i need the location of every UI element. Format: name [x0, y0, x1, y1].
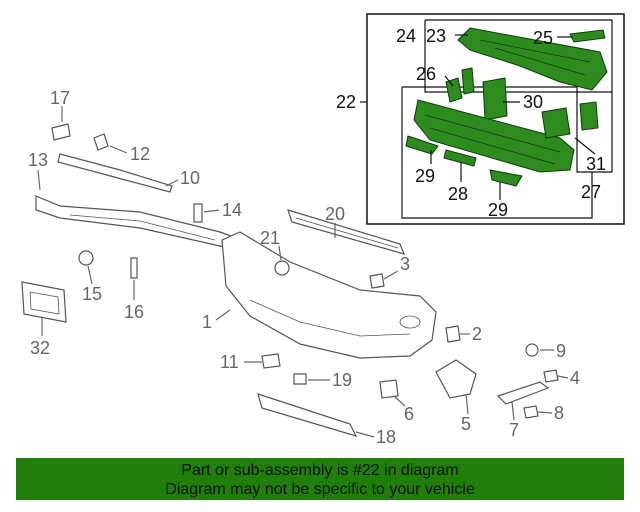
part-10-trim[interactable] — [57, 153, 173, 193]
leader-14 — [203, 209, 220, 213]
inset-bracket-27 — [401, 87, 593, 219]
inset-bracket-outer — [402, 86, 613, 173]
leader-15 — [87, 265, 93, 285]
part-26b-bracket[interactable] — [461, 67, 475, 95]
part-6-bracket[interactable] — [379, 379, 399, 399]
part-27-detail — [424, 114, 561, 165]
callout-24: 24 — [396, 26, 416, 46]
part-1-detail — [249, 299, 411, 337]
part-16-bolt[interactable] — [130, 257, 138, 279]
leader-5 — [465, 393, 469, 415]
banner-line-2: Diagram may not be specific to your vehi… — [165, 481, 475, 498]
callout-11: 11 — [220, 352, 239, 372]
leader-13 — [37, 169, 41, 191]
callout-14: 14 — [222, 200, 242, 220]
part-25-bracket[interactable] — [569, 29, 606, 43]
part-27-impact-bar[interactable] — [413, 99, 575, 173]
part-20-grille[interactable] — [287, 209, 406, 255]
leader-31 — [574, 137, 596, 155]
part-15-clip[interactable] — [78, 250, 94, 266]
part-32-detail — [29, 291, 60, 315]
callout-13: 13 — [28, 150, 48, 170]
leader-3 — [383, 270, 399, 280]
callout-17: 17 — [50, 88, 70, 108]
callout-15: 15 — [82, 284, 102, 304]
leader-8 — [537, 411, 553, 414]
leader-7 — [511, 401, 515, 421]
callout-19: 19 — [332, 370, 352, 390]
part-30-reinforcement[interactable] — [482, 77, 508, 121]
callout-22: 22 — [336, 92, 356, 112]
part-31-bracket[interactable] — [541, 107, 571, 139]
part-17-clip[interactable] — [51, 123, 71, 141]
callout-4: 4 — [570, 368, 580, 388]
part-12-screw[interactable] — [93, 133, 109, 151]
part-2-fastener[interactable] — [445, 325, 461, 343]
callout-10: 10 — [180, 168, 200, 188]
leader-18 — [355, 431, 375, 438]
callout-6: 6 — [404, 404, 414, 424]
part-31b-bracket[interactable] — [579, 101, 599, 131]
part-1-bumper-cover[interactable] — [221, 231, 437, 359]
callout-5: 5 — [461, 414, 471, 434]
leader-10 — [165, 179, 179, 187]
callout-7: 7 — [509, 420, 519, 440]
part-8-screw[interactable] — [523, 405, 539, 419]
callout-27: 27 — [581, 182, 601, 202]
callout-26: 26 — [416, 64, 436, 84]
part-13-detail — [69, 214, 216, 241]
callout-29-right: 29 — [488, 200, 508, 220]
callout-30: 30 — [523, 92, 543, 112]
part-14-fastener[interactable] — [193, 203, 203, 223]
part-29-right-bracket[interactable] — [489, 169, 523, 187]
part-4-clip[interactable] — [543, 369, 559, 383]
callout-2: 2 — [472, 324, 482, 344]
callout-3: 3 — [400, 254, 410, 274]
part-9-nut[interactable] — [525, 343, 539, 357]
leader-1 — [215, 309, 231, 321]
part-5-shield[interactable] — [435, 359, 477, 399]
callout-8: 8 — [554, 403, 564, 423]
callout-12: 12 — [130, 144, 150, 164]
callout-28: 28 — [448, 184, 468, 204]
callout-16: 16 — [124, 302, 144, 322]
callout-29-left: 29 — [415, 166, 435, 186]
callout-23: 23 — [426, 26, 446, 46]
callout-21: 21 — [260, 228, 280, 248]
part-29-left-bracket[interactable] — [405, 135, 439, 155]
callout-31: 31 — [586, 154, 606, 174]
part-28-bracket[interactable] — [443, 149, 477, 167]
leader-6 — [393, 395, 406, 407]
part-1-foglamp — [399, 315, 421, 329]
leader-21 — [278, 245, 282, 261]
leader-12 — [109, 145, 128, 154]
callout-25: 25 — [533, 28, 553, 48]
callout-18: 18 — [376, 427, 396, 447]
part-23-detail — [479, 39, 591, 76]
callout-1: 1 — [202, 312, 212, 332]
leader-26 — [444, 75, 454, 87]
part-21-bolt[interactable] — [274, 260, 290, 276]
part-7-bracket[interactable] — [496, 381, 550, 405]
part-20-detail — [295, 217, 399, 249]
callout-9: 9 — [556, 341, 566, 361]
part-3-screw[interactable] — [369, 273, 385, 289]
part-32-plate-bracket[interactable] — [21, 281, 67, 323]
part-19-insert[interactable] — [293, 373, 307, 385]
banner-line-1: Part or sub-assembly is #22 in diagram — [181, 462, 459, 479]
leader-4 — [557, 375, 569, 379]
part-18-absorber[interactable] — [257, 393, 358, 437]
callout-32: 32 — [30, 338, 50, 358]
subassembly-info-banner: Part or sub-assembly is #22 in diagram D… — [16, 458, 624, 500]
callout-20: 20 — [325, 204, 345, 224]
part-11-clip[interactable] — [261, 353, 281, 369]
part-26-bracket[interactable] — [445, 77, 463, 103]
